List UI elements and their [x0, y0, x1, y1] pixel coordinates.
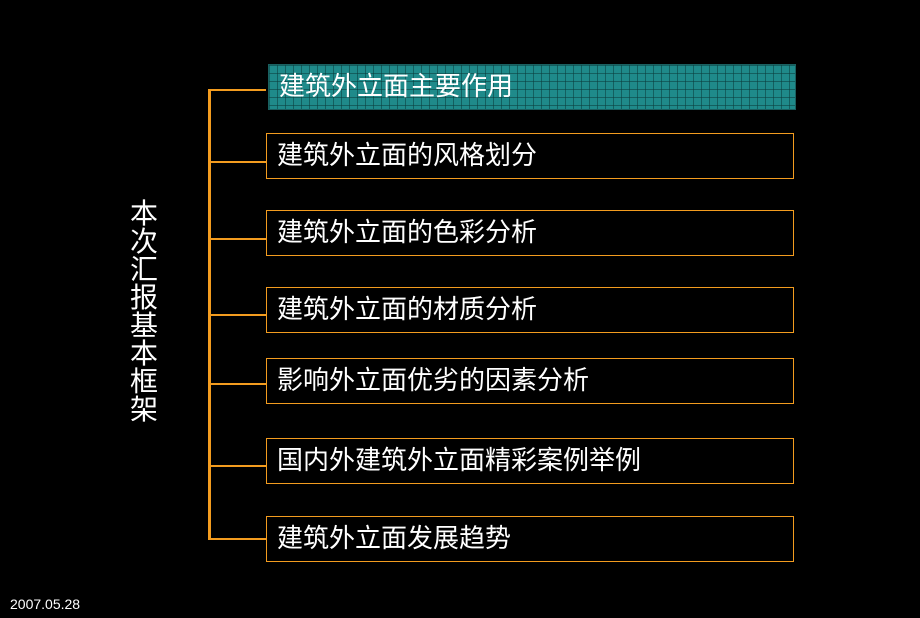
side-title-char: 本	[129, 337, 158, 370]
side-title-char: 次	[129, 225, 158, 258]
connector-line	[208, 161, 266, 163]
outline-item-label: 建筑外立面的色彩分析	[277, 218, 538, 248]
outline-item[interactable]: 国内外建筑外立面精彩案例举例	[266, 438, 794, 484]
connector-line	[208, 314, 266, 316]
side-title-char: 架	[129, 393, 158, 426]
side-title-char: 汇	[129, 253, 158, 286]
side-title-char: 框	[129, 365, 158, 398]
outline-item-label: 建筑外立面主要作用	[279, 72, 514, 102]
outline-item-label: 建筑外立面的材质分析	[277, 295, 538, 325]
outline-item-label: 建筑外立面发展趋势	[277, 524, 512, 554]
outline-item-label: 国内外建筑外立面精彩案例举例	[277, 446, 642, 476]
connector-line	[208, 89, 266, 91]
outline-item[interactable]: 建筑外立面发展趋势	[266, 516, 794, 562]
connector-line	[208, 238, 266, 240]
outline-item-label: 建筑外立面的风格划分	[277, 141, 538, 171]
outline-item-active[interactable]: 建筑外立面主要作用	[268, 64, 796, 110]
connector-line	[208, 465, 266, 467]
outline-item[interactable]: 建筑外立面的材质分析	[266, 287, 794, 333]
side-title-char: 报	[129, 281, 158, 314]
connector-line	[208, 538, 266, 540]
side-title: 本 次 汇 报 基 本 框 架	[126, 200, 162, 424]
outline-item[interactable]: 影响外立面优劣的因素分析	[266, 358, 794, 404]
outline-item-label: 影响外立面优劣的因素分析	[277, 366, 590, 396]
connector-line	[208, 383, 266, 385]
outline-item[interactable]: 建筑外立面的风格划分	[266, 133, 794, 179]
side-title-char: 本	[129, 197, 158, 230]
side-title-char: 基	[129, 309, 158, 342]
date-label: 2007.05.28	[10, 596, 81, 612]
outline-item[interactable]: 建筑外立面的色彩分析	[266, 210, 794, 256]
